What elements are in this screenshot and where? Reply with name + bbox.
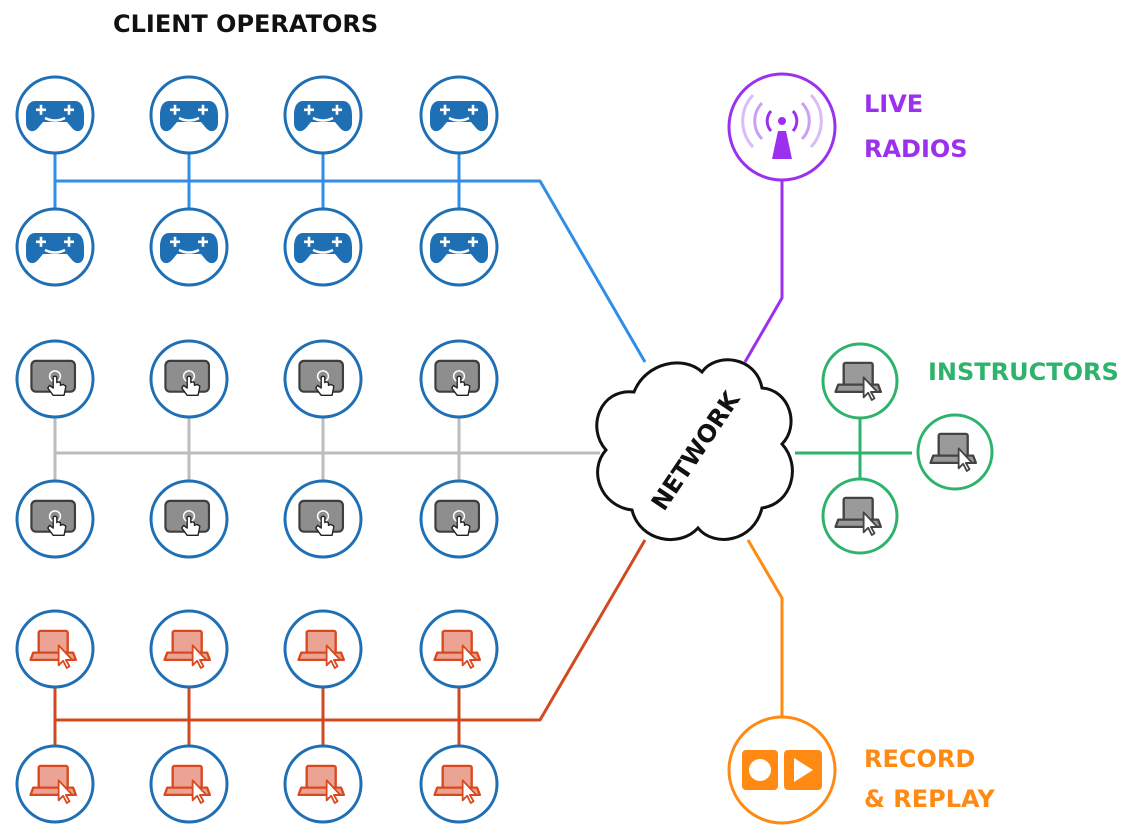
client-node-laptop[interactable] [149,744,229,824]
instructor-node-1[interactable] [821,342,899,420]
client-node-gamepad[interactable] [283,75,363,155]
touchscreen-icon [298,359,345,397]
touchscreen-icon [434,499,481,537]
client-node-touch[interactable] [15,339,95,419]
live-radios-label-2: RADIOS [864,135,968,163]
page-title: CLIENT OPERATORS [113,10,378,38]
client-node-gamepad[interactable] [149,207,229,287]
client-node-touch[interactable] [283,479,363,559]
record-link [746,539,784,716]
instructors-label: INSTRUCTORS [928,358,1119,386]
connection-lines [53,154,912,745]
record-replay-label-2: & REPLAY [864,785,995,813]
touchscreen-icon [434,359,481,397]
client-node-gamepad[interactable] [283,207,363,287]
live-radios-label-1: LIVE [864,90,923,118]
touchscreen-icon [164,359,211,397]
client-node-gamepad[interactable] [419,75,499,155]
instructor-links [795,417,912,481]
client-node-touch[interactable] [419,479,499,559]
client-node-gamepad[interactable] [149,75,229,155]
radio-tower-icon [741,93,823,159]
instructor-node-2[interactable] [916,413,994,491]
client-node-touch[interactable] [149,479,229,559]
client-node-laptop[interactable] [419,609,499,689]
client-node-laptop[interactable] [15,609,95,689]
client-operator-nodes [15,75,499,824]
radio-link [743,180,784,363]
record-replay-icon [742,750,822,790]
client-node-laptop[interactable] [419,744,499,824]
touchscreen-icon [164,499,211,537]
client-node-laptop[interactable] [283,609,363,689]
record-replay-node[interactable] [727,715,837,825]
client-node-laptop[interactable] [15,744,95,824]
client-node-laptop[interactable] [283,744,363,824]
client-node-laptop[interactable] [149,609,229,689]
touchscreen-bus [53,418,600,480]
network-cloud: NETWORK [595,358,794,542]
instructor-node-3[interactable] [821,477,899,555]
client-node-gamepad[interactable] [15,207,95,287]
cloud-icon [595,358,794,542]
touchscreen-icon [30,499,77,537]
laptop-bus [53,539,647,745]
client-node-gamepad[interactable] [15,75,95,155]
client-node-touch[interactable] [15,479,95,559]
client-node-touch[interactable] [283,339,363,419]
client-node-touch[interactable] [419,339,499,419]
touchscreen-icon [30,359,77,397]
gamepad-bus [53,154,647,363]
client-node-touch[interactable] [149,339,229,419]
touchscreen-icon [298,499,345,537]
client-node-gamepad[interactable] [419,207,499,287]
record-replay-label-1: RECORD [864,745,975,773]
live-radios-node[interactable] [727,72,837,182]
